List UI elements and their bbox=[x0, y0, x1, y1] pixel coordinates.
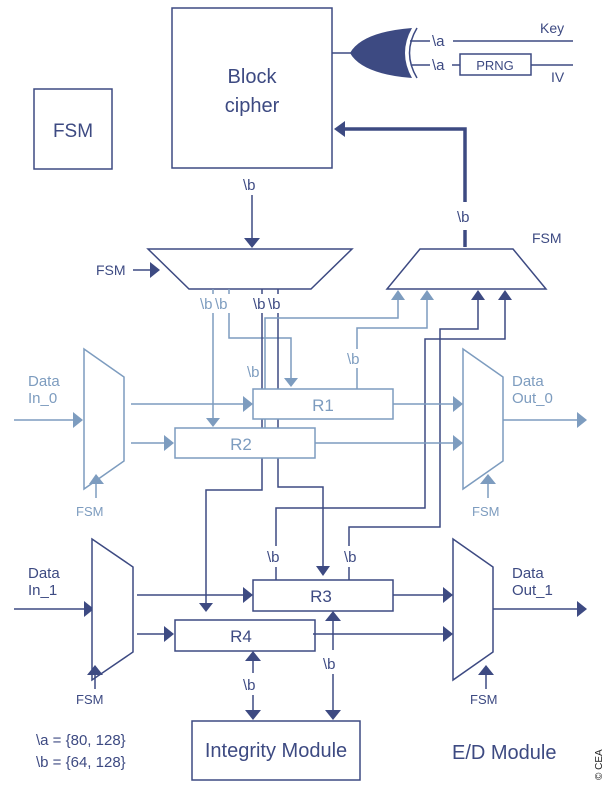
arrow-right-icon bbox=[164, 626, 174, 642]
b-width-demux-out-4: \b bbox=[268, 296, 281, 313]
key-label: Key bbox=[540, 20, 564, 36]
prng-block: PRNG bbox=[459, 53, 532, 76]
fsm-out0-label: FSM bbox=[472, 504, 499, 519]
data-in-0-label-line1: Data bbox=[28, 373, 60, 390]
legend-b-definition: \b = {64, 128} bbox=[36, 754, 126, 771]
fsm-label: FSM bbox=[53, 121, 93, 142]
arrow-right-icon bbox=[577, 412, 587, 428]
integrity-module: Integrity Module bbox=[191, 720, 361, 781]
b-width-r3-integrity: \b bbox=[323, 656, 336, 673]
r2-label: R2 bbox=[230, 435, 252, 454]
fsm-out1-label: FSM bbox=[470, 692, 497, 707]
fsm-in0-label: FSM bbox=[76, 504, 103, 519]
top-left-demux bbox=[146, 248, 354, 290]
copyright-label: © CEA bbox=[594, 749, 605, 780]
arrow-up-icon bbox=[89, 474, 104, 484]
arrow-up-icon bbox=[471, 290, 485, 300]
b-width-demux-out-3: \b bbox=[253, 296, 266, 313]
register-r1: R1 bbox=[252, 388, 394, 420]
register-r3: R3 bbox=[252, 579, 394, 612]
arrow-right-icon bbox=[577, 601, 587, 617]
top-right-mux bbox=[385, 248, 548, 290]
arrow-down-icon bbox=[325, 710, 341, 720]
b-width-r1-out: \b bbox=[347, 351, 360, 368]
data-in-0-label-line2: In_0 bbox=[28, 390, 57, 407]
arrow-up-icon bbox=[420, 290, 434, 300]
register-r4: R4 bbox=[174, 619, 316, 652]
fsm-top-left-label: FSM bbox=[96, 262, 126, 278]
output-mux-1 bbox=[452, 537, 494, 682]
arrow-up-icon bbox=[478, 665, 494, 675]
arrow-right-icon bbox=[243, 587, 253, 603]
legend-a-definition: \a = {80, 128} bbox=[36, 732, 126, 749]
fsm-top-right-label: FSM bbox=[532, 230, 562, 246]
arrow-right-icon bbox=[150, 262, 160, 278]
b-width-r4-up: \b bbox=[344, 549, 357, 566]
arrow-down-icon bbox=[316, 566, 330, 576]
output-mux-0 bbox=[462, 347, 504, 491]
arrow-right-icon bbox=[453, 435, 463, 451]
arrow-right-icon bbox=[453, 396, 463, 412]
r4-label: R4 bbox=[230, 627, 252, 646]
arrow-down-icon bbox=[245, 710, 261, 720]
arrow-down-icon bbox=[206, 418, 220, 427]
arrow-up-icon bbox=[87, 665, 103, 675]
data-out-1-label-line2: Out_1 bbox=[512, 582, 553, 599]
iv-label: IV bbox=[551, 69, 565, 85]
a-width-key: \a bbox=[432, 33, 445, 50]
data-out-0-label-line2: Out_0 bbox=[512, 390, 553, 407]
arrow-right-icon bbox=[443, 587, 453, 603]
block-cipher: Block cipher bbox=[171, 7, 333, 169]
input-mux-0 bbox=[83, 347, 125, 491]
data-in-1-label-line2: In_1 bbox=[28, 582, 57, 599]
arrow-up-icon bbox=[325, 611, 341, 621]
input-mux-1 bbox=[91, 537, 134, 682]
arrow-right-icon bbox=[243, 396, 253, 412]
arrow-up-icon bbox=[498, 290, 512, 300]
data-in-1-label-line1: Data bbox=[28, 565, 60, 582]
arrow-right-icon bbox=[73, 412, 83, 428]
arrow-down-icon bbox=[284, 378, 298, 387]
arrow-up-icon bbox=[480, 474, 496, 484]
data-out-1-label-line1: Data bbox=[512, 565, 544, 582]
arrow-right-icon bbox=[164, 435, 174, 451]
integrity-module-label: Integrity Module bbox=[205, 740, 347, 762]
b-width-r4-integrity: \b bbox=[243, 677, 256, 694]
fsm-in1-label: FSM bbox=[76, 692, 103, 707]
arrow-down-icon bbox=[244, 238, 260, 248]
arrow-right-icon bbox=[84, 601, 94, 617]
b-width-r2-out: \b bbox=[247, 364, 260, 381]
arrow-up-icon bbox=[391, 290, 405, 300]
arrow-left-icon bbox=[334, 121, 345, 137]
b-width-feedback: \b bbox=[457, 209, 470, 226]
r3-label: R3 bbox=[310, 587, 332, 606]
a-width-iv: \a bbox=[432, 57, 445, 74]
ed-module-label: E/D Module bbox=[452, 742, 557, 764]
arrow-down-icon bbox=[199, 603, 213, 612]
block-cipher-label-line2: cipher bbox=[225, 95, 280, 117]
b-width-demux-out-1: \b bbox=[200, 296, 213, 313]
block-cipher-label-line1: Block bbox=[228, 66, 278, 88]
prng-label: PRNG bbox=[476, 58, 514, 73]
b-width-r3-up: \b bbox=[267, 549, 280, 566]
arrow-right-icon bbox=[443, 626, 453, 642]
arrow-up-icon bbox=[245, 651, 261, 661]
b-width-demux-out-2: \b bbox=[215, 296, 228, 313]
xor-gate-icon bbox=[332, 27, 418, 79]
r1-label: R1 bbox=[312, 396, 334, 415]
fsm-block: FSM bbox=[33, 88, 113, 170]
register-r2: R2 bbox=[174, 427, 316, 459]
b-width-cipher-out: \b bbox=[243, 177, 256, 194]
data-out-0-label-line1: Data bbox=[512, 373, 544, 390]
